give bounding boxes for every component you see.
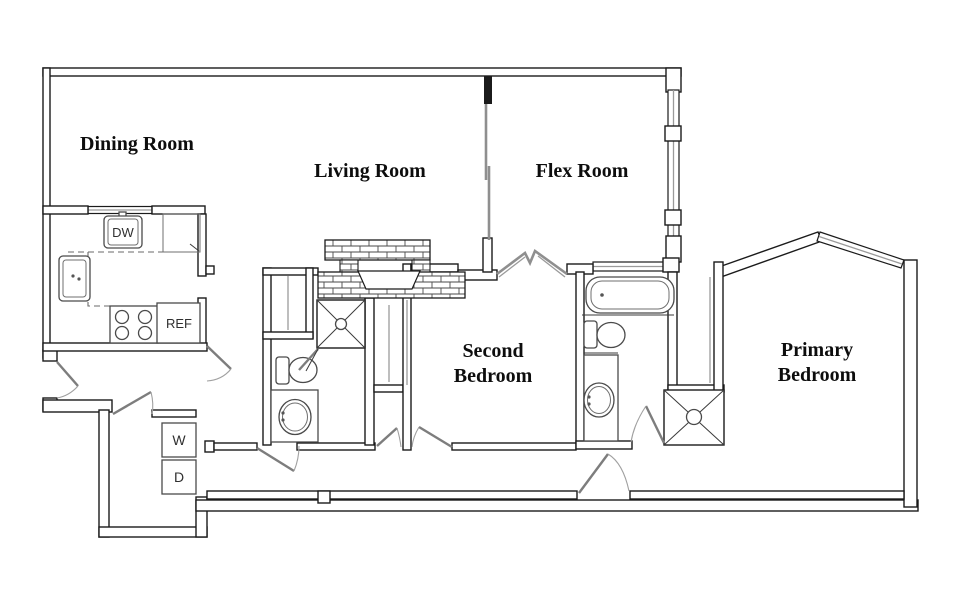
second-bedroom-label-line1: Second — [462, 340, 523, 362]
primary-bedroom-label-line2: Bedroom — [778, 364, 857, 386]
living-room-label: Living Room — [314, 160, 426, 182]
kitchen-door — [206, 345, 232, 382]
range-stove — [109, 305, 159, 344]
washer-label: W — [172, 432, 186, 448]
hall-toilet — [275, 356, 318, 385]
dining-room-label: Dining Room — [80, 133, 194, 155]
hall-closet-door — [376, 427, 402, 448]
dryer-label: D — [174, 469, 184, 485]
room-labels: Dining Room Living Room Flex Room Second… — [80, 133, 857, 387]
primary-bath-door — [630, 405, 666, 444]
hall-shower — [298, 299, 366, 372]
primary-bathroom — [582, 276, 725, 446]
refrigerator-label: REF — [166, 316, 192, 331]
primary-bath-window — [592, 261, 666, 272]
hall-vanity-sink — [270, 389, 319, 443]
fireplace — [317, 239, 466, 299]
laundry-door — [112, 390, 154, 416]
flex-room-label: Flex Room — [536, 160, 629, 182]
second-bedroom-door — [411, 425, 453, 449]
primary-toilet — [583, 320, 626, 349]
primary-bathtub — [585, 276, 675, 314]
primary-suite-door — [578, 453, 630, 494]
entry-door — [56, 361, 79, 399]
sliding-door — [484, 104, 491, 240]
dishwasher-label: DW — [112, 225, 134, 240]
closet-rods — [388, 277, 711, 385]
doors — [56, 345, 666, 494]
flex-room-window-wall — [664, 67, 682, 263]
second-bedroom-label-line2: Bedroom — [454, 365, 533, 387]
dishwasher: DW — [103, 211, 143, 249]
laundry-closet: W D — [151, 409, 197, 495]
kitchen-sink — [58, 255, 91, 302]
hall-bathroom — [270, 276, 366, 443]
hall-bath-door — [256, 445, 300, 473]
primary-vanity-sink — [583, 354, 619, 442]
exterior-walls — [42, 67, 919, 538]
washer: W — [161, 422, 197, 458]
primary-shower — [663, 389, 725, 446]
angled-opening-break — [496, 248, 568, 278]
dryer: D — [161, 459, 197, 495]
kitchen: DW REF — [58, 211, 201, 344]
refrigerator: REF — [156, 302, 201, 344]
primary-bedroom-label-line1: Primary — [781, 339, 853, 361]
